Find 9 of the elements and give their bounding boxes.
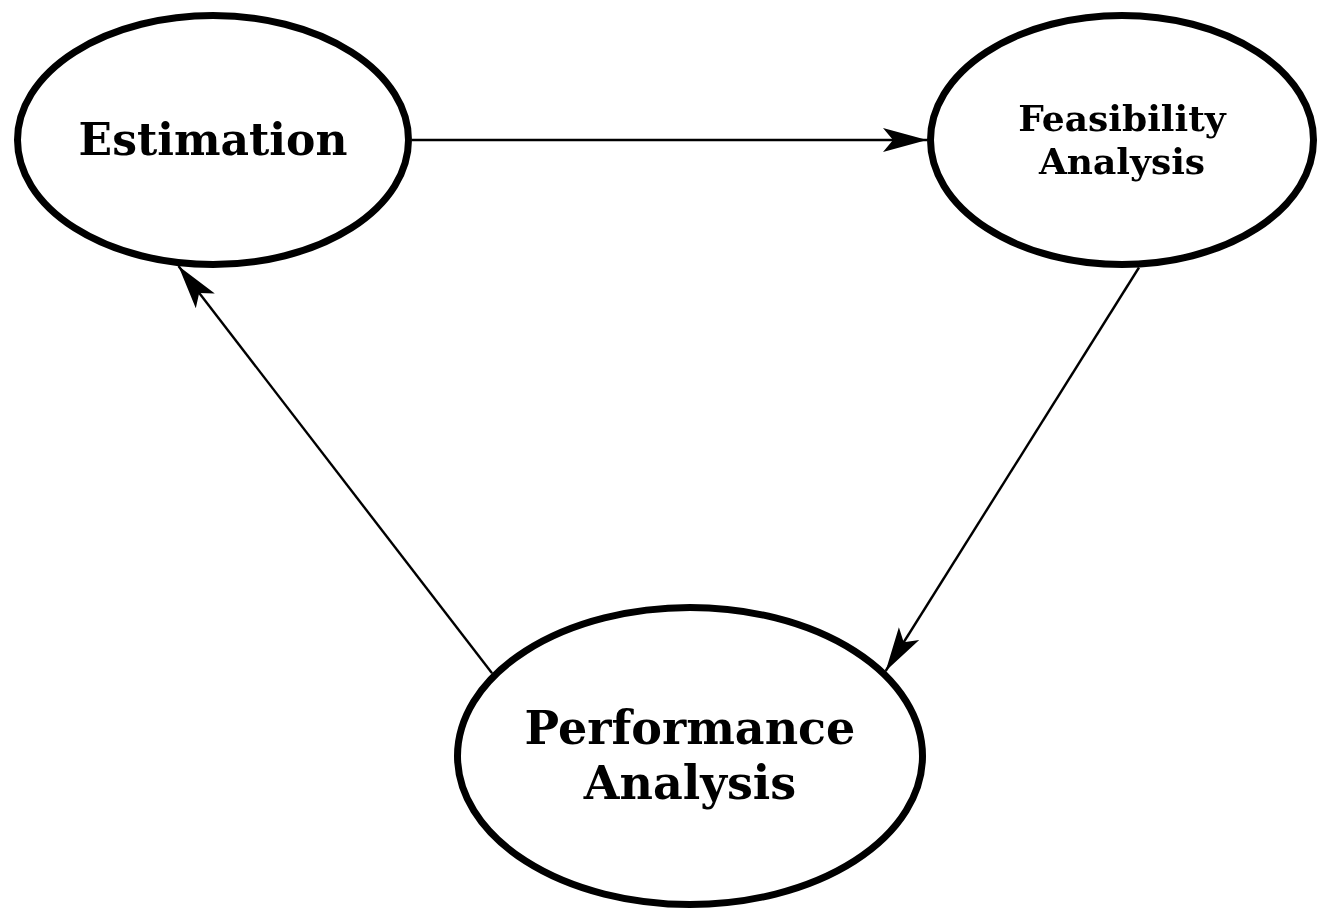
- node-label: Estimation: [78, 113, 348, 167]
- arrow: [884, 266, 1140, 672]
- node-label: Performance Analysis: [523, 700, 857, 812]
- ellipse-node: [454, 604, 926, 908]
- ellipse-node: [14, 12, 412, 268]
- arrow: [177, 265, 494, 674]
- node-label: Feasibility Analysis: [1017, 96, 1228, 184]
- ellipse-node: [927, 12, 1317, 268]
- arrow: [412, 128, 927, 152]
